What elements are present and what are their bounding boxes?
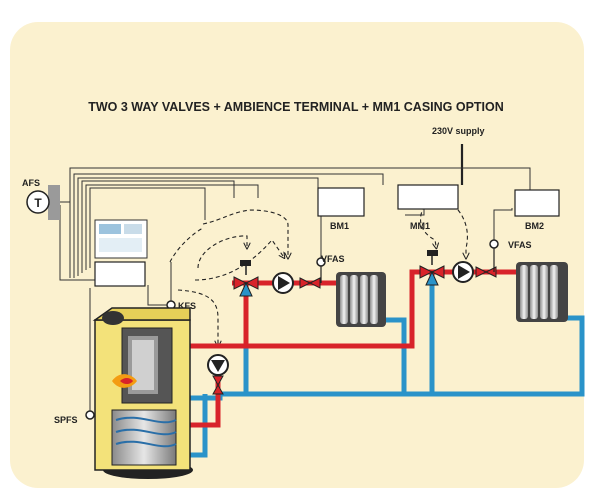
afs-wall xyxy=(48,185,60,220)
boiler-pump-icon xyxy=(207,354,229,376)
boiler xyxy=(92,307,193,479)
radiator-right xyxy=(516,262,568,322)
diagram-title: TWO 3 WAY VALVES + AMBIENCE TERMINAL + M… xyxy=(88,100,504,114)
vfas-right-label: VFAS xyxy=(508,240,532,250)
bm1-label: BM1 xyxy=(330,221,349,231)
mixing-valve-right xyxy=(419,250,445,286)
vfas-sensor-right xyxy=(489,239,499,272)
bm2-module xyxy=(514,189,560,217)
spfs-label: SPFS xyxy=(54,415,78,425)
bm2-label: BM2 xyxy=(525,221,544,231)
boiler-control-box xyxy=(94,261,146,287)
supply-label: 230V supply xyxy=(432,126,485,136)
mm1-label: MM1 xyxy=(410,221,430,231)
vfas-left-label: VFAS xyxy=(321,254,345,264)
pump-left-icon xyxy=(272,272,294,294)
control-wiring xyxy=(59,167,531,415)
bm1-module xyxy=(317,187,365,217)
afs-sensor-icon xyxy=(26,190,50,214)
radiator-left xyxy=(336,272,386,327)
mixing-valve-left xyxy=(233,260,259,297)
mm1-module xyxy=(397,184,459,210)
spfs-sensor xyxy=(85,410,95,420)
pump-right-icon xyxy=(452,261,474,283)
afs-symbol: T xyxy=(34,196,42,210)
afs-label: AFS xyxy=(22,178,40,188)
kfs-label: KFS xyxy=(178,301,196,311)
ambience-terminal xyxy=(94,219,148,259)
vfas-sensor-left xyxy=(316,257,326,283)
